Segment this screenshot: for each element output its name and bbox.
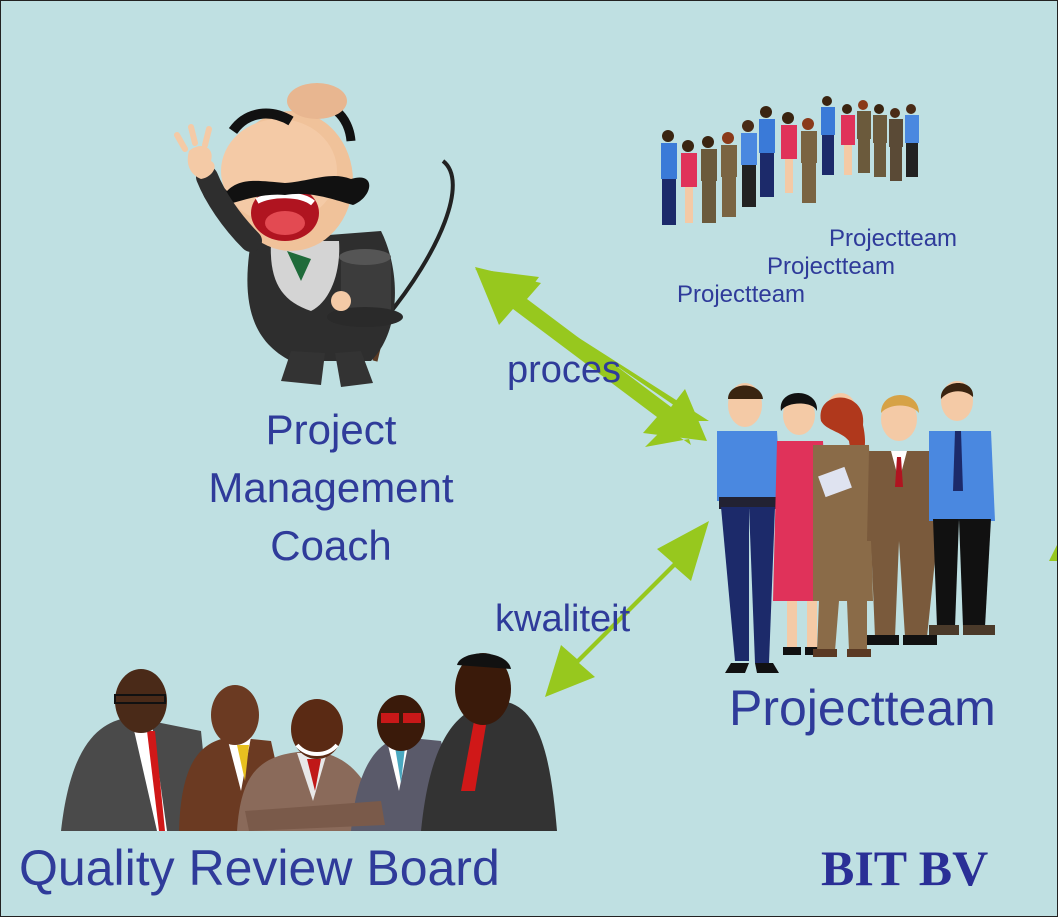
small-team-label-3: Projectteam [677,281,806,308]
small-team-label-1: Projectteam [829,225,958,252]
proces-arrow [475,267,709,447]
offscreen-arrow-tip [1049,545,1057,561]
project-team-label: Projectteam [729,680,996,736]
quality-review-board-label: Quality Review Board [19,840,500,896]
kwaliteit-label: kwaliteit [495,598,631,640]
small-team-label-2: Projectteam [767,253,896,280]
coach-label-line1: Project [265,406,397,453]
proces-label: proces [507,349,622,391]
kwaliteit-arrow [545,521,709,697]
coach-label: Project Management Coach [131,401,531,575]
coach-label-line3: Coach [270,522,392,569]
coach-label-line2: Management [208,464,454,511]
company-label: BIT BV [821,840,989,896]
